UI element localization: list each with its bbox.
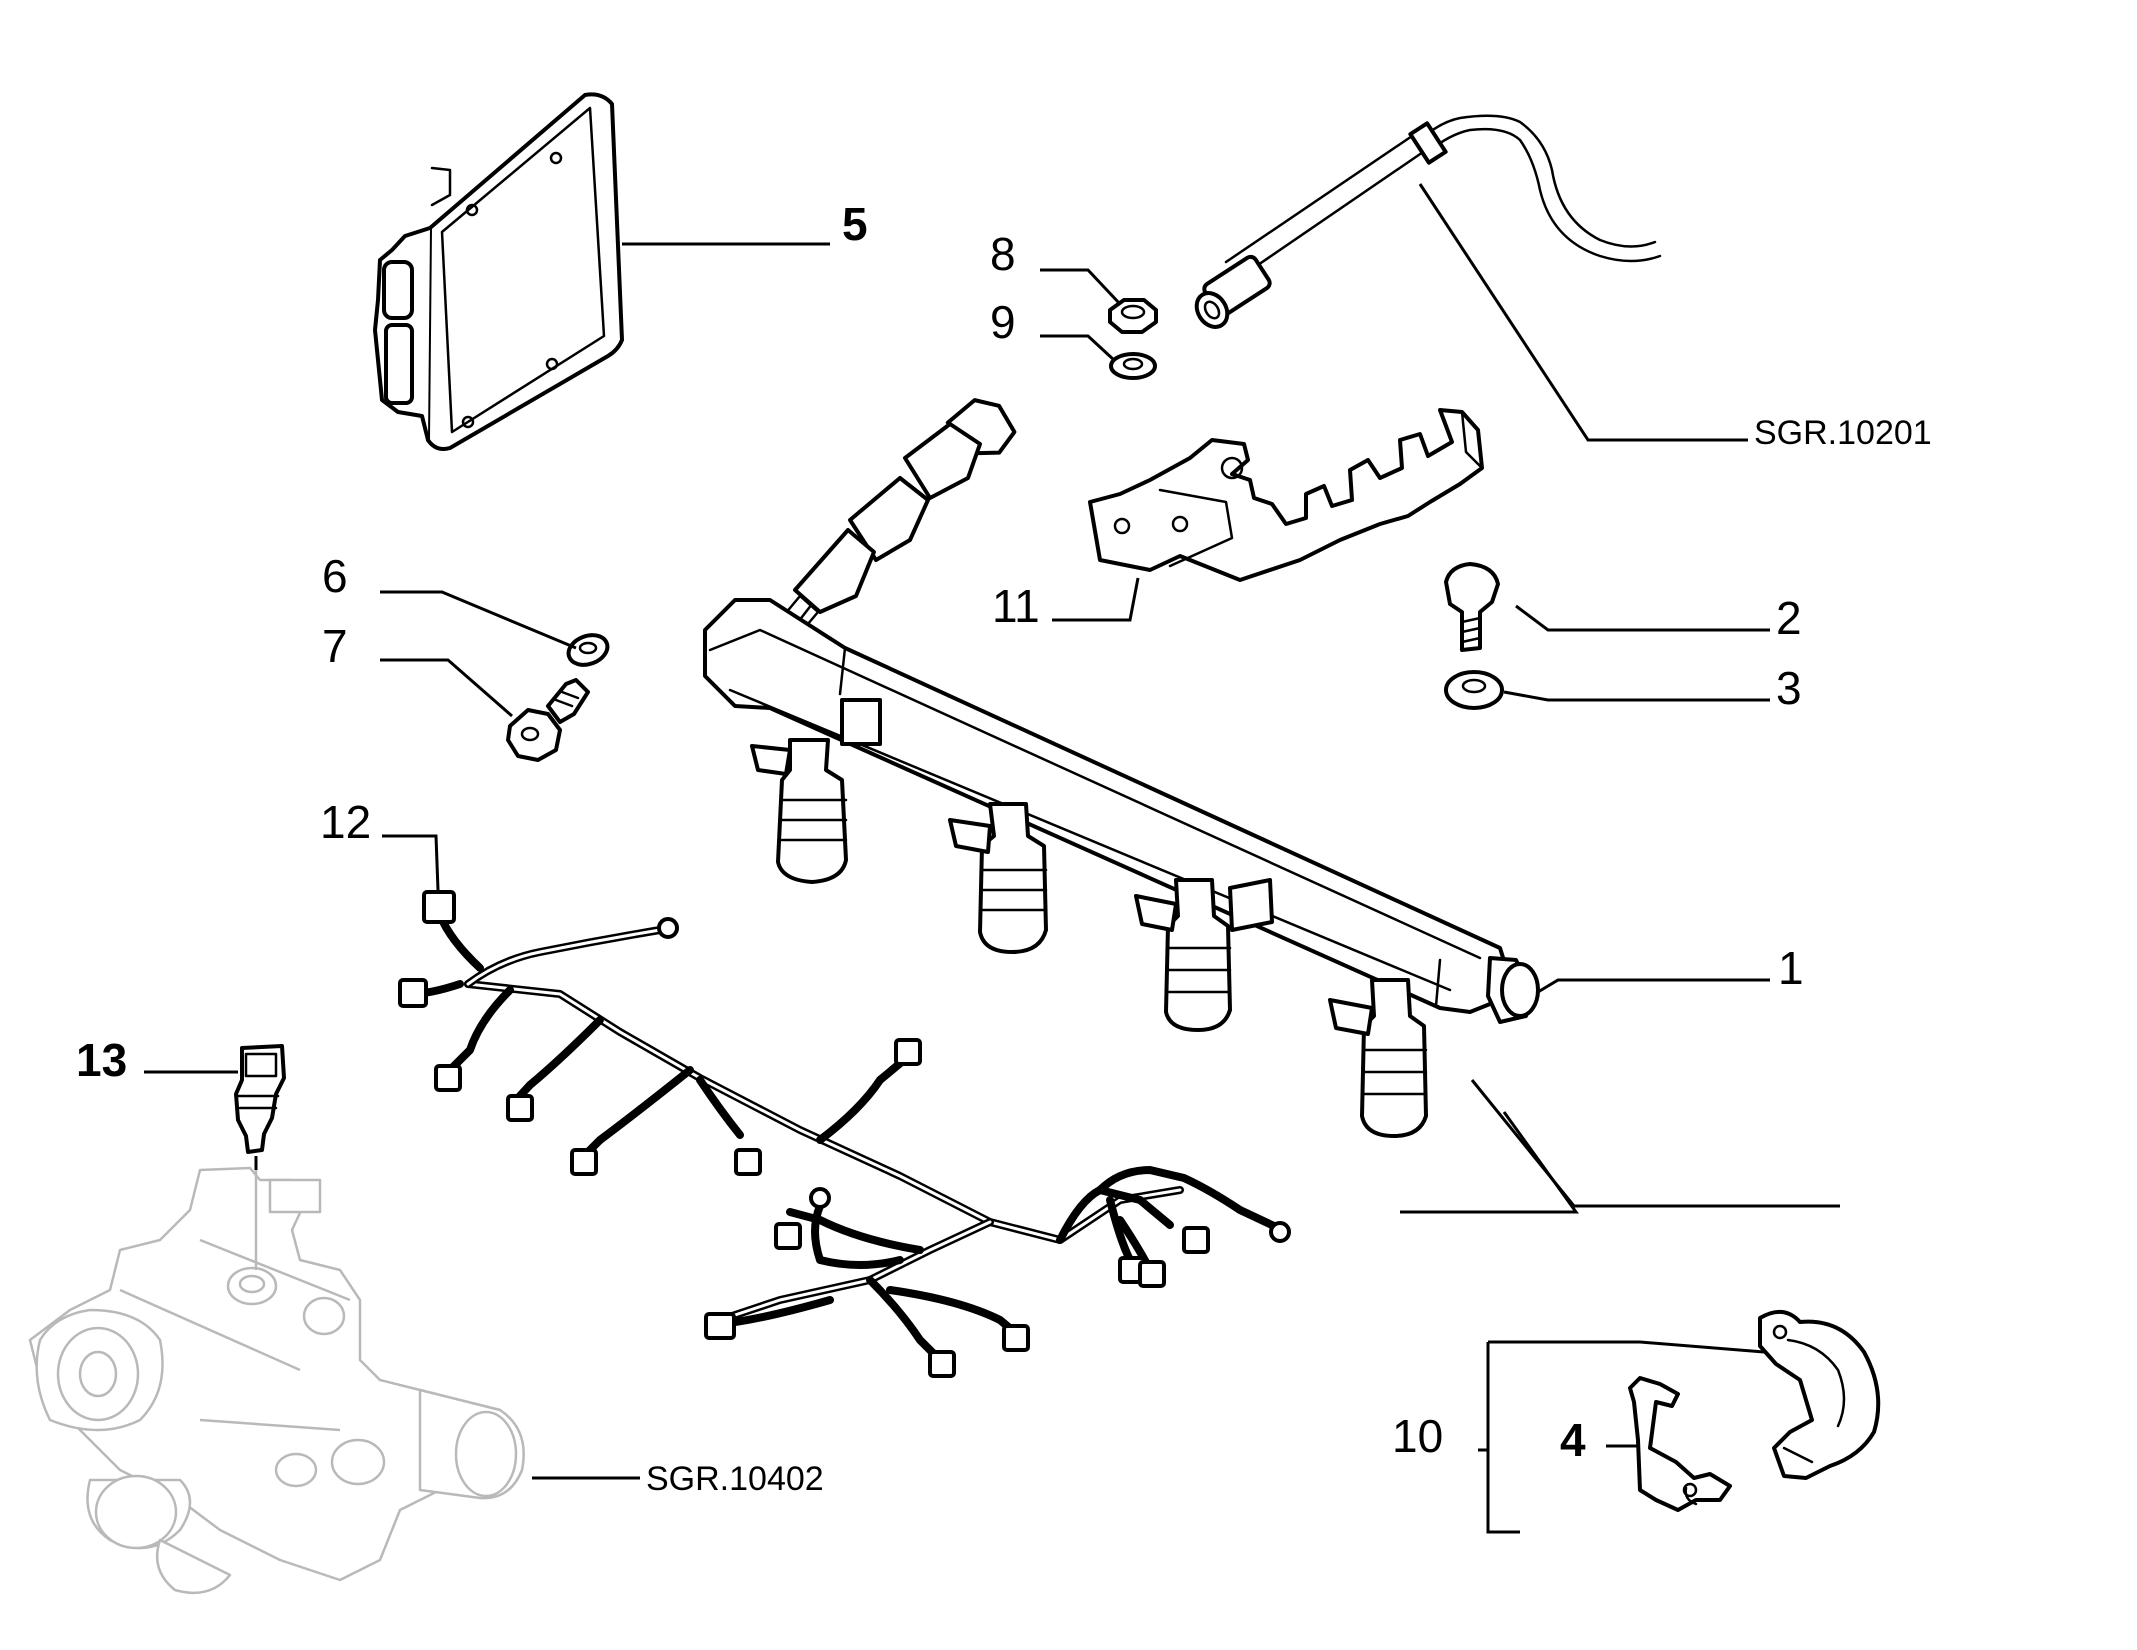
callout-8: 8 (990, 228, 1016, 280)
callout-labels: 1 2 3 4 5 6 7 8 9 10 11 12 13 SGR.10201 … (76, 198, 1932, 1498)
callout-11: 11 (992, 580, 1040, 632)
cover-part-10 (1758, 1310, 1881, 1480)
fuel-injection-rail (703, 398, 1540, 1138)
washer-part-3 (1444, 670, 1504, 710)
ecu-control-unit (373, 92, 624, 451)
washer-part-9 (1109, 352, 1157, 380)
callout-3: 3 (1776, 662, 1802, 714)
nut-part-8 (1108, 298, 1158, 334)
fuel-supply-pipe (1194, 114, 1662, 329)
callout-10: 10 (1392, 1410, 1443, 1462)
thermostat-housing (28, 1160, 525, 1595)
injector-wiring-harness (398, 890, 1291, 1378)
callout-1: 1 (1778, 942, 1804, 994)
leader-lines (144, 183, 1840, 1534)
screw-part-7 (506, 678, 590, 762)
injector-rail-bracket (1088, 408, 1484, 582)
clip-part-4 (1628, 1376, 1732, 1512)
reference-fuel-line: SGR.10201 (1754, 414, 1932, 452)
washer-part-6 (566, 633, 610, 667)
callout-12: 12 (320, 796, 371, 848)
bolt-part-2 (1444, 562, 1500, 652)
reference-thermostat-housing: SGR.10402 (646, 1460, 824, 1498)
callout-4: 4 (1560, 1414, 1586, 1466)
callout-7: 7 (322, 620, 348, 672)
callout-2: 2 (1776, 592, 1802, 644)
callout-9: 9 (990, 296, 1016, 348)
coolant-temperature-sensor (234, 1044, 286, 1154)
callout-6: 6 (322, 550, 348, 602)
callout-13: 13 (76, 1034, 127, 1086)
callout-5: 5 (842, 198, 868, 250)
